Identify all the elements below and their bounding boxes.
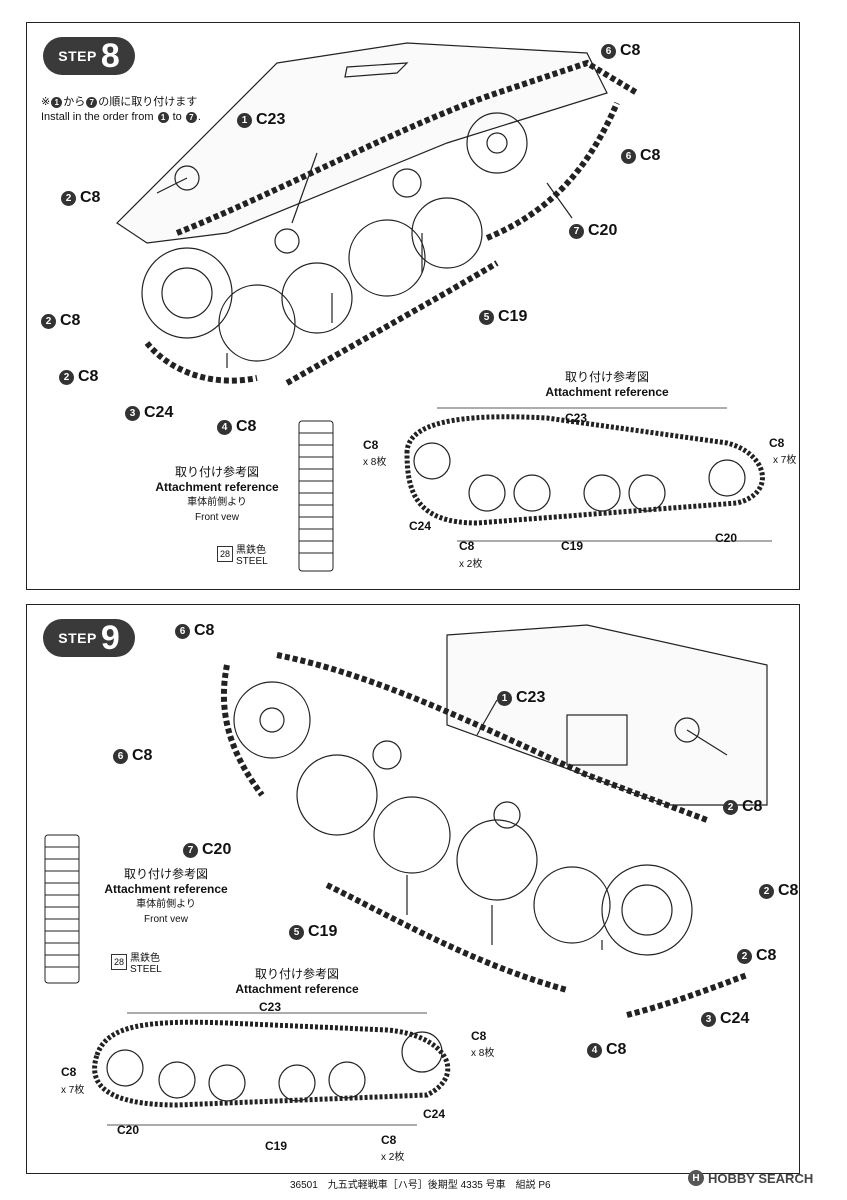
road-wheel <box>218 284 296 362</box>
ref-label-c8-rear: C8 <box>769 436 785 450</box>
road-wheel <box>533 866 611 944</box>
road-wheel <box>456 819 538 901</box>
return-roller <box>392 168 422 198</box>
road-wheel <box>296 754 378 836</box>
hull-outline <box>116 42 608 244</box>
front-view-strip <box>298 420 334 572</box>
idler-stub <box>674 717 700 743</box>
idler-stub <box>174 165 200 191</box>
ref-label-c8-rear: C8 <box>61 1065 77 1079</box>
hobby-search-watermark: H HOBBY SEARCH <box>688 1170 813 1186</box>
upper-track-run <box>175 59 639 236</box>
ref-qty: x 7枚 <box>773 455 797 466</box>
ref-label-c24: C24 <box>409 519 432 533</box>
attachment-reference-title: 取り付け参考図 Attachment reference <box>545 370 669 399</box>
step-badge: STEP 9 <box>43 619 135 657</box>
front-track-run <box>626 972 749 1018</box>
return-roller <box>372 740 402 770</box>
step-badge: STEP 8 <box>43 37 135 75</box>
sprocket-wheel <box>141 247 233 339</box>
step-8-drawing <box>116 42 772 572</box>
upper-track-run <box>276 652 709 823</box>
ref-qty: x 8枚 <box>363 457 387 468</box>
ref-label-c8-bottom: C8 <box>459 539 475 553</box>
front-view-title: 取り付け参考図 Attachment reference 車体前側より Fron… <box>104 867 228 925</box>
road-wheel <box>348 219 426 297</box>
ref-label-c8-bottom: C8 <box>381 1133 397 1147</box>
idler-wheel <box>466 112 528 174</box>
reference-track-loop <box>404 407 772 542</box>
road-wheel <box>281 262 353 334</box>
step-9-drawing <box>44 624 768 1126</box>
page-footer: 36501 九五式軽戦車［ハ号］後期型 4335 号車 組説 P6 <box>290 1180 551 1191</box>
hobby-search-logo-icon: H <box>688 1170 704 1186</box>
front-view-title: 取り付け参考図 Attachment reference 車体前側より Fron… <box>155 465 279 523</box>
ref-qty: x 7枚 <box>61 1085 85 1096</box>
hull-box <box>566 714 628 766</box>
ref-label-c19: C19 <box>265 1139 288 1153</box>
hull-grille <box>344 62 409 78</box>
return-roller <box>274 228 300 254</box>
rear-track-run <box>221 664 265 797</box>
road-wheel <box>373 796 451 874</box>
reference-track-loop <box>92 1012 451 1126</box>
rear-track-run <box>485 101 620 241</box>
return-roller <box>493 801 521 829</box>
ref-label-c20: C20 <box>117 1123 140 1137</box>
road-wheel <box>411 197 483 269</box>
ref-label-c8-front: C8 <box>471 1029 487 1043</box>
ref-qty: x 8枚 <box>471 1048 495 1059</box>
attachment-reference-title: 取り付け参考図 Attachment reference <box>235 967 359 996</box>
ref-qty: x 2枚 <box>381 1152 405 1163</box>
ref-qty: x 2枚 <box>459 559 483 570</box>
lower-track-run <box>325 882 568 993</box>
ref-label-c23: C23 <box>259 1000 282 1014</box>
front-view-strip <box>44 834 80 984</box>
front-track-run <box>144 341 258 384</box>
sprocket-wheel <box>601 864 693 956</box>
ref-label-c23: C23 <box>565 411 588 425</box>
lower-track-run <box>285 260 499 386</box>
idler-wheel <box>233 681 311 759</box>
ref-label-c8-front: C8 <box>363 438 379 452</box>
ref-label-c19: C19 <box>561 539 584 553</box>
ref-label-c24: C24 <box>423 1107 446 1121</box>
step-9-panel: STEP 9 <box>26 604 800 1174</box>
ref-label-c20: C20 <box>715 531 738 545</box>
